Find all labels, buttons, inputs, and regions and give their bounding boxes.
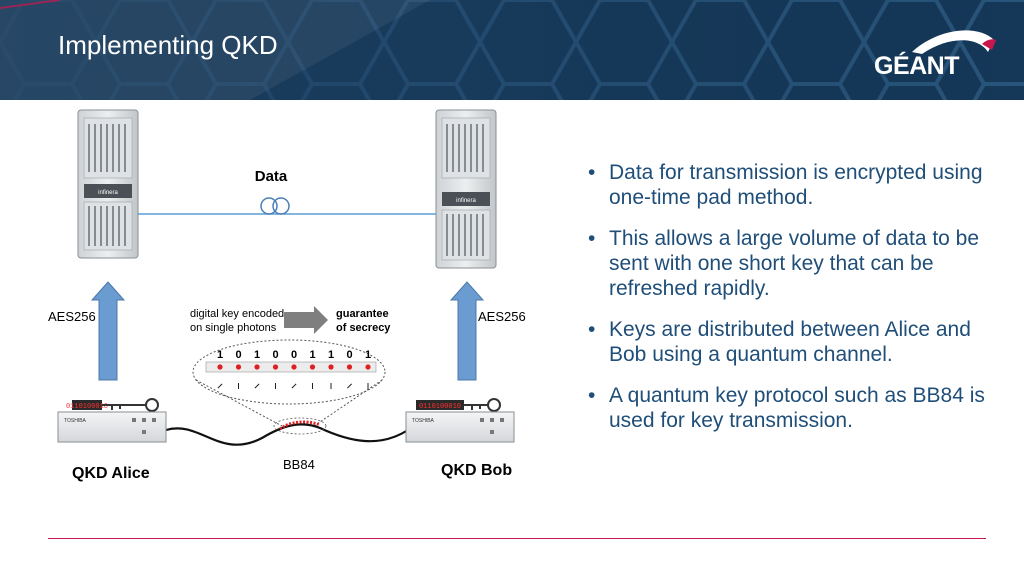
fiber-coil-icon bbox=[260, 197, 290, 215]
data-label: Data bbox=[255, 168, 288, 185]
key-bit-3: 0 bbox=[272, 349, 278, 361]
key-bit-5: 1 bbox=[309, 349, 315, 361]
photon-dot-0 bbox=[217, 364, 223, 370]
photon-dot-2 bbox=[254, 364, 260, 370]
key-bit-4: 0 bbox=[291, 349, 297, 361]
photon-zoom-ellipse bbox=[192, 339, 386, 405]
hexagon-pattern-background bbox=[0, 0, 1024, 100]
photon-dot-1 bbox=[235, 364, 242, 370]
photon-channel-bar bbox=[205, 361, 377, 373]
callout-text-line1: digital key encoded bbox=[190, 308, 284, 320]
key-bit-6: 1 bbox=[328, 349, 334, 361]
photon-dot-5 bbox=[309, 364, 316, 370]
left-aes-label: AES256 bbox=[48, 309, 96, 324]
photon-dot-6 bbox=[328, 364, 334, 370]
quantum-fiber-line bbox=[165, 423, 409, 446]
photon-dot-8 bbox=[365, 364, 371, 370]
qkd-diagram: infinera infinera D bbox=[48, 109, 526, 482]
left-network-rack: infinera bbox=[77, 109, 139, 259]
bullet-list: Data for transmission is encrypted using… bbox=[588, 160, 998, 449]
bullet-item: This allows a large volume of data to be… bbox=[588, 226, 998, 301]
qkd-bob-label: QKD Bob bbox=[441, 462, 512, 479]
bullet-item: Keys are distributed between Alice and B… bbox=[588, 317, 998, 367]
polarization-arrow-4 bbox=[291, 383, 297, 389]
right-up-arrow bbox=[449, 281, 485, 381]
polarization-arrow-2 bbox=[254, 383, 260, 389]
logo-swoosh-icon bbox=[912, 30, 996, 54]
logo-wordmark: GÉANT bbox=[874, 52, 960, 80]
bob-key-icon bbox=[464, 398, 501, 412]
footer-divider bbox=[48, 538, 986, 539]
bob-unit-brand: TOSHIBA bbox=[412, 418, 435, 424]
callout-text-line2: on single photons bbox=[190, 322, 277, 334]
bb84-label: BB84 bbox=[283, 457, 315, 472]
left-rack-brand: infinera bbox=[98, 190, 118, 196]
photon-dot-3 bbox=[272, 364, 279, 370]
key-bit-0: 1 bbox=[217, 349, 223, 361]
slide-title: Implementing QKD bbox=[58, 30, 278, 60]
fiber-zoom-ring bbox=[273, 417, 327, 435]
slide-header: Implementing QKD GÉANT bbox=[0, 0, 1024, 100]
right-aes-label: AES256 bbox=[478, 309, 526, 324]
zoom-guide-left bbox=[195, 379, 283, 427]
zoom-guide-right bbox=[313, 379, 383, 427]
guarantee-text-line2: of secrecy bbox=[336, 322, 391, 334]
qkd-alice-label: QKD Alice bbox=[72, 465, 150, 482]
right-rack-brand: infinera bbox=[456, 198, 476, 204]
photon-dot-7 bbox=[346, 364, 353, 370]
alice-key-icon bbox=[102, 398, 159, 412]
guarantee-text-line1: guarantee bbox=[336, 308, 389, 320]
bullet-item: A quantum key protocol such as BB84 is u… bbox=[588, 383, 998, 433]
photon-dot-4 bbox=[291, 364, 297, 370]
key-bit-1: 0 bbox=[235, 349, 241, 361]
polarization-arrow-0 bbox=[217, 383, 223, 389]
alice-key-display: 0110100010 bbox=[66, 403, 108, 411]
geant-logo: GÉANT bbox=[868, 22, 998, 84]
bob-key-display: 0110100010 bbox=[419, 403, 461, 411]
right-network-rack: infinera bbox=[435, 109, 497, 269]
key-bit-8: 1 bbox=[365, 349, 371, 361]
qkd-alice-unit: 0110100010 TOSHIBA bbox=[57, 398, 167, 443]
callout-arrow bbox=[284, 306, 328, 334]
alice-unit-brand: TOSHIBA bbox=[64, 418, 87, 424]
key-bit-2: 1 bbox=[254, 349, 260, 361]
qkd-bob-unit: 0110100010 TOSHIBA bbox=[405, 398, 515, 443]
left-up-arrow bbox=[90, 281, 126, 381]
polarization-arrow-7 bbox=[347, 383, 352, 389]
bullet-item: Data for transmission is encrypted using… bbox=[588, 160, 998, 210]
key-bit-7: 0 bbox=[346, 349, 352, 361]
